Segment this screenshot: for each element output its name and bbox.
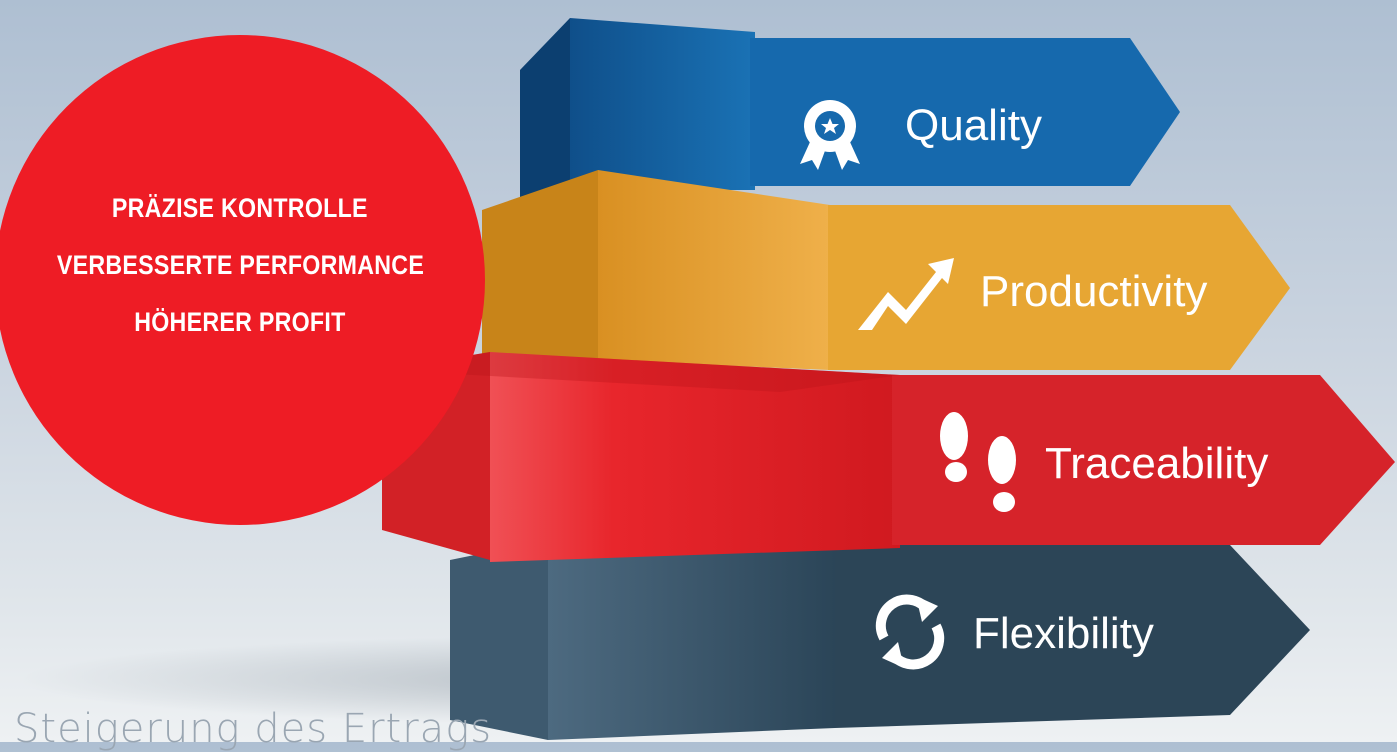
block-traceability bbox=[382, 352, 1395, 562]
badge-line-higher-profit: HÖHERER PROFIT bbox=[134, 306, 346, 337]
step-label-quality: Quality bbox=[905, 101, 1042, 150]
award-ribbon-icon bbox=[800, 100, 860, 170]
block-flexibility bbox=[450, 540, 1310, 740]
caption: Steigerung des Ertrags bbox=[14, 706, 493, 752]
sync-arrows-icon bbox=[875, 594, 945, 670]
badge-line-precise-control: PRÄZISE KONTROLLE bbox=[112, 192, 368, 223]
red-badge: PRÄZISE KONTROLLE VERBESSERTE PERFORMANC… bbox=[0, 35, 485, 525]
trend-up-arrow-icon bbox=[858, 258, 954, 330]
step-label-flexibility: Flexibility bbox=[973, 609, 1154, 658]
badge-line-improved-performance: VERBESSERTE PERFORMANCE bbox=[56, 249, 424, 280]
block-quality bbox=[520, 18, 1180, 200]
step-label-traceability: Traceability bbox=[1045, 439, 1269, 488]
footprints-icon bbox=[940, 412, 1016, 512]
step-label-productivity: Productivity bbox=[980, 267, 1208, 316]
block-productivity bbox=[482, 170, 1290, 372]
